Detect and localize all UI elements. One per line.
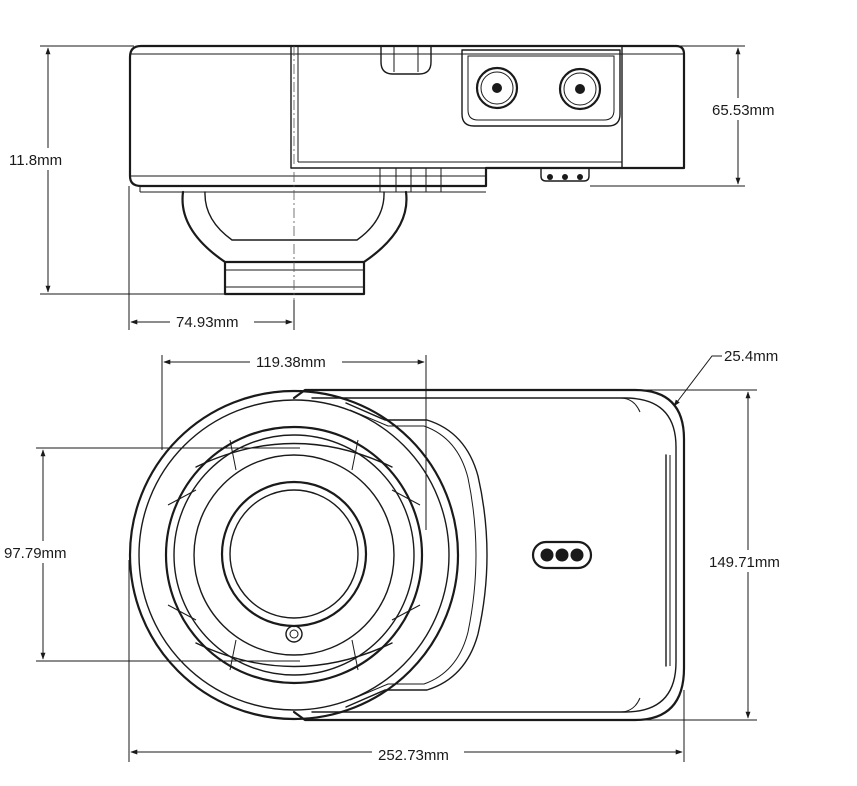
front-width-label: 252.73mm [378, 747, 449, 764]
side-depth-label: 65.53mm [712, 102, 775, 119]
side-lens-offset-label: 74.93mm [176, 314, 239, 331]
corner-radius-label: 25.4mm [724, 348, 778, 365]
side-dimensions [40, 45, 745, 330]
front-lens-height-label: 97.79mm [4, 545, 67, 562]
side-view [128, 44, 686, 302]
front-dimensions [36, 355, 757, 762]
front-lens-width-label: 119.38mm [256, 354, 326, 371]
front-view [128, 388, 686, 722]
side-height-label: 11.8mm [9, 152, 62, 169]
front-height-label: 149.71mm [709, 554, 780, 571]
